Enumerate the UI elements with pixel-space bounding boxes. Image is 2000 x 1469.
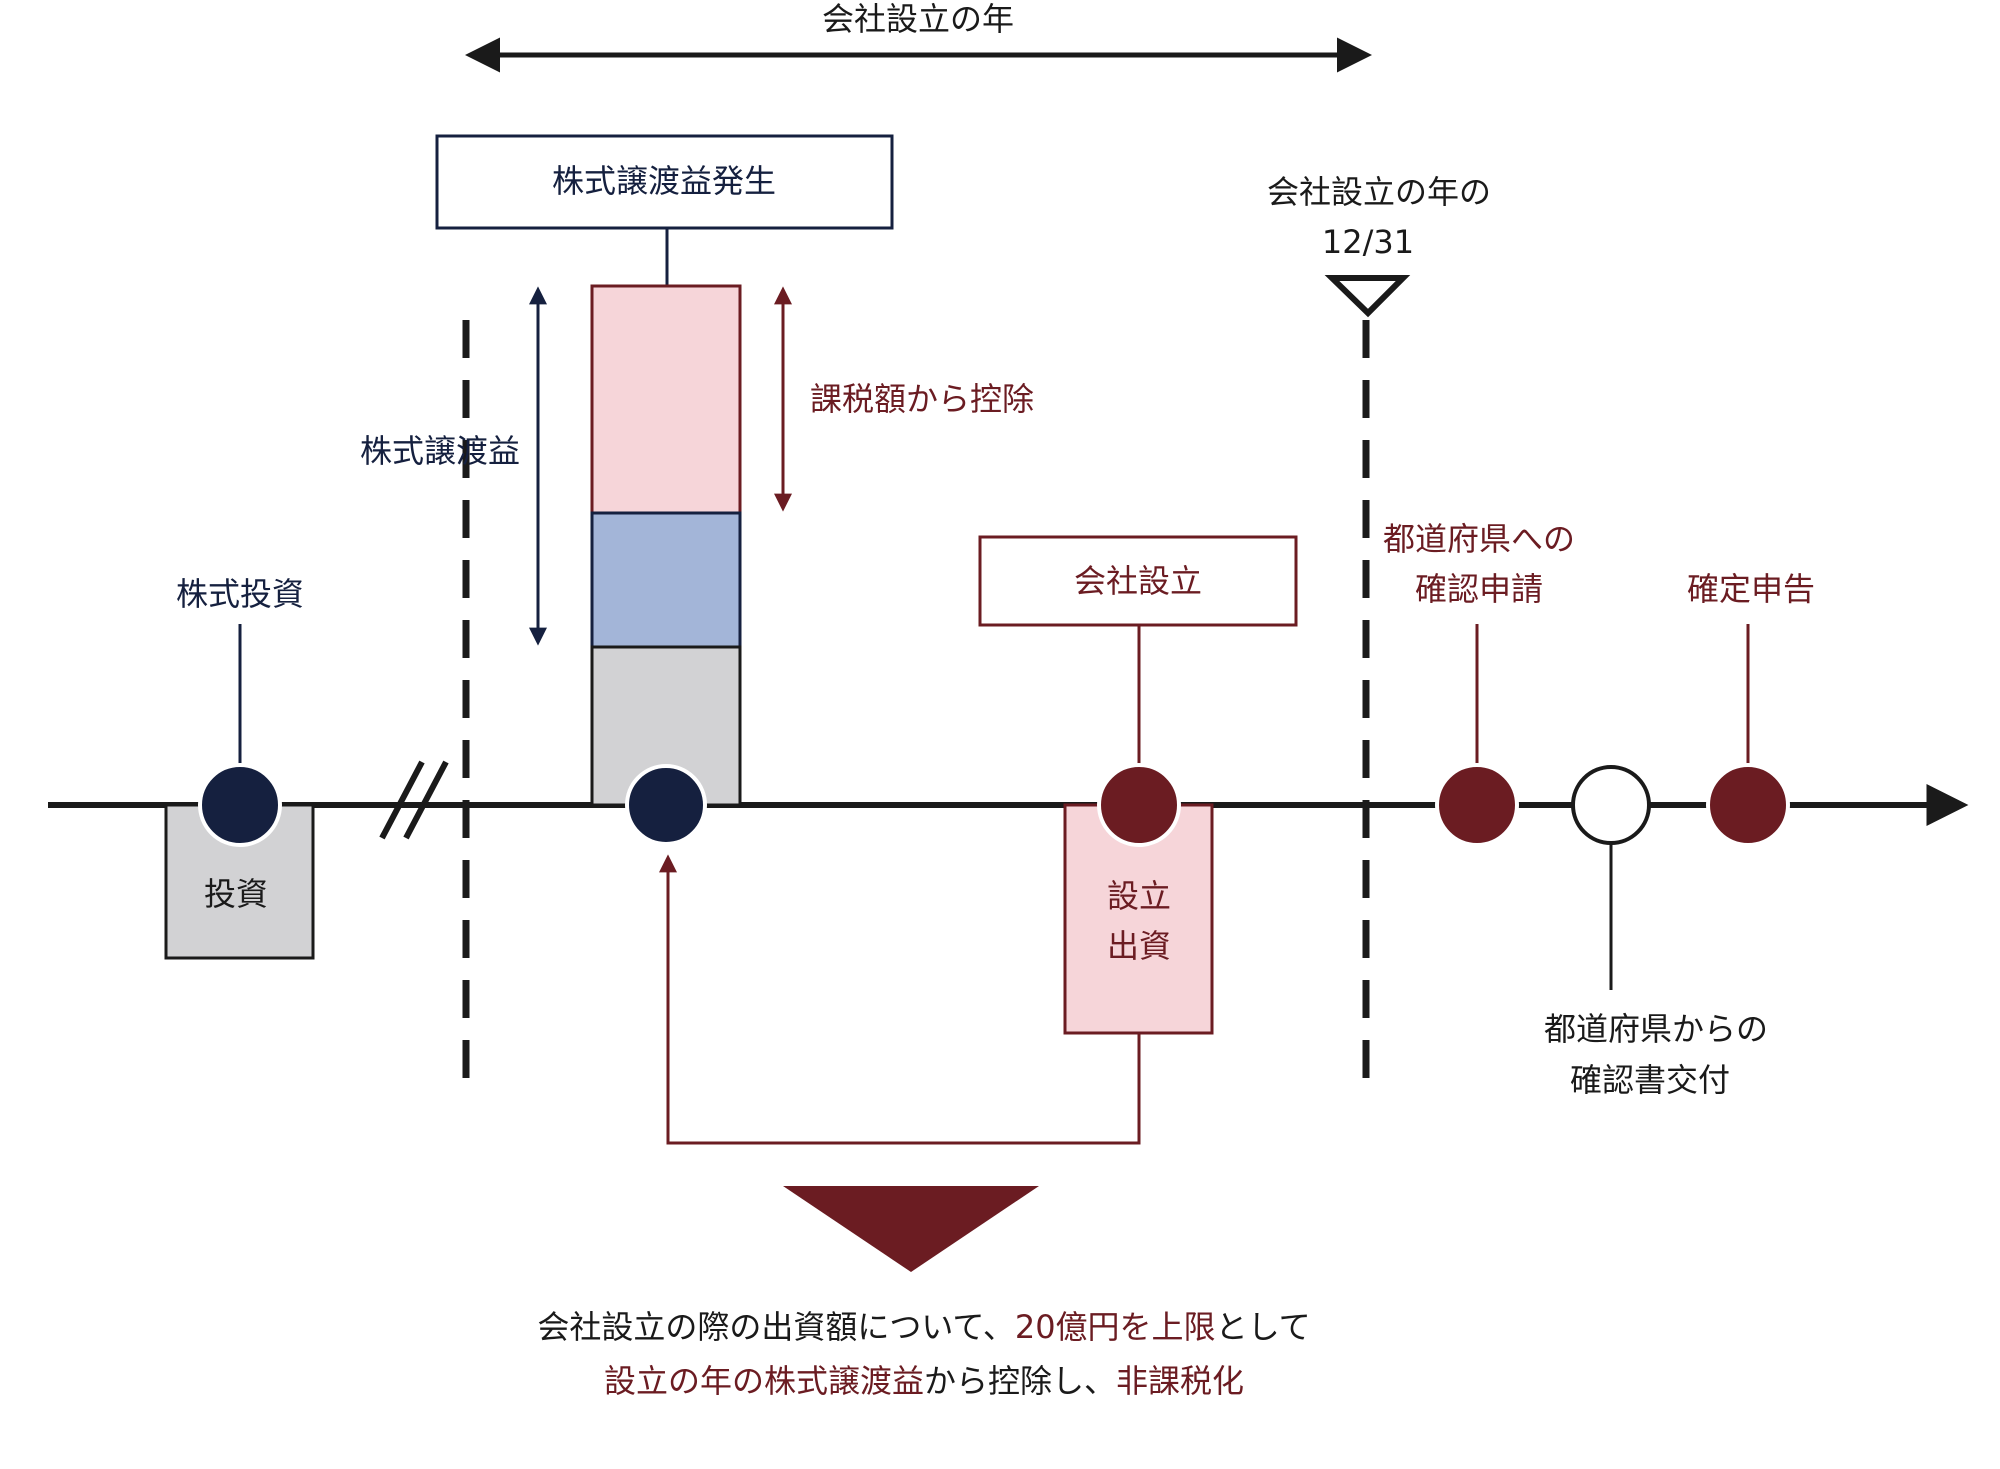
pref-application-label-line1: 都道府県への bbox=[1383, 520, 1575, 558]
summary-line1: 会社設立の際の出資額について、20億円を上限として bbox=[537, 1308, 1310, 1346]
stock-investment-label: 株式投資 bbox=[176, 575, 304, 613]
tax-return-label: 確定申告 bbox=[1687, 570, 1815, 608]
summary-line1-part1: 会社設立の際の出資額について、 bbox=[537, 1308, 1014, 1346]
investment-label: 投資 bbox=[204, 875, 268, 913]
gain-occurs-label: 株式譲渡益発生 bbox=[552, 162, 776, 200]
pref-application-label-line2: 確認申請 bbox=[1415, 570, 1543, 608]
deduct-from-tax-label: 課税額から控除 bbox=[810, 380, 1034, 418]
setup-capital-label-line2: 出資 bbox=[1107, 927, 1171, 965]
stock-gain-label: 株式譲渡益 bbox=[360, 432, 520, 470]
year-end-label-line2: 12/31 bbox=[1322, 223, 1414, 261]
summary-line1-part3: として bbox=[1216, 1308, 1311, 1346]
investment-box bbox=[164, 803, 315, 960]
company-established-node bbox=[1097, 763, 1181, 847]
bar-segment-base bbox=[590, 645, 742, 807]
pref-certificate-label-line2: 確認書交付 bbox=[1570, 1061, 1730, 1099]
year-end-triangle-icon bbox=[1324, 275, 1411, 318]
pref-certificate-node bbox=[1571, 765, 1651, 845]
gain-occurs-box bbox=[435, 134, 894, 230]
setup-capital-label-line1: 設立 bbox=[1107, 877, 1171, 915]
summary-line2-part2: から控除し、 bbox=[924, 1362, 1116, 1400]
summary-line2: 設立の年の株式譲渡益から控除し、非課税化 bbox=[604, 1362, 1244, 1400]
pref-application-node bbox=[1435, 763, 1519, 847]
deduction-return-arrow bbox=[659, 854, 1141, 1145]
timeline-break-mark bbox=[379, 760, 425, 840]
pref-certificate-label-line1: 都道府県からの bbox=[1544, 1010, 1768, 1048]
stock-investment-node bbox=[198, 763, 282, 847]
stock-sale-node bbox=[625, 764, 707, 846]
timeline-break-mark bbox=[403, 760, 449, 840]
bar-segment-other-gain bbox=[590, 511, 742, 649]
bar-segment-deduction bbox=[590, 284, 742, 515]
company-established-label: 会社設立 bbox=[1074, 562, 1202, 600]
tax-return-node bbox=[1706, 763, 1790, 847]
year-end-label-line1: 会社設立の年の bbox=[1267, 173, 1491, 211]
summary-line2-part1: 設立の年の株式譲渡益 bbox=[604, 1362, 924, 1400]
summary-line1-part2: 20億円を上限 bbox=[1015, 1308, 1216, 1346]
conclusion-down-arrow-icon bbox=[783, 1186, 1039, 1272]
summary-line2-part3: 非課税化 bbox=[1116, 1362, 1244, 1400]
company-year-label: 会社設立の年 bbox=[822, 0, 1014, 38]
